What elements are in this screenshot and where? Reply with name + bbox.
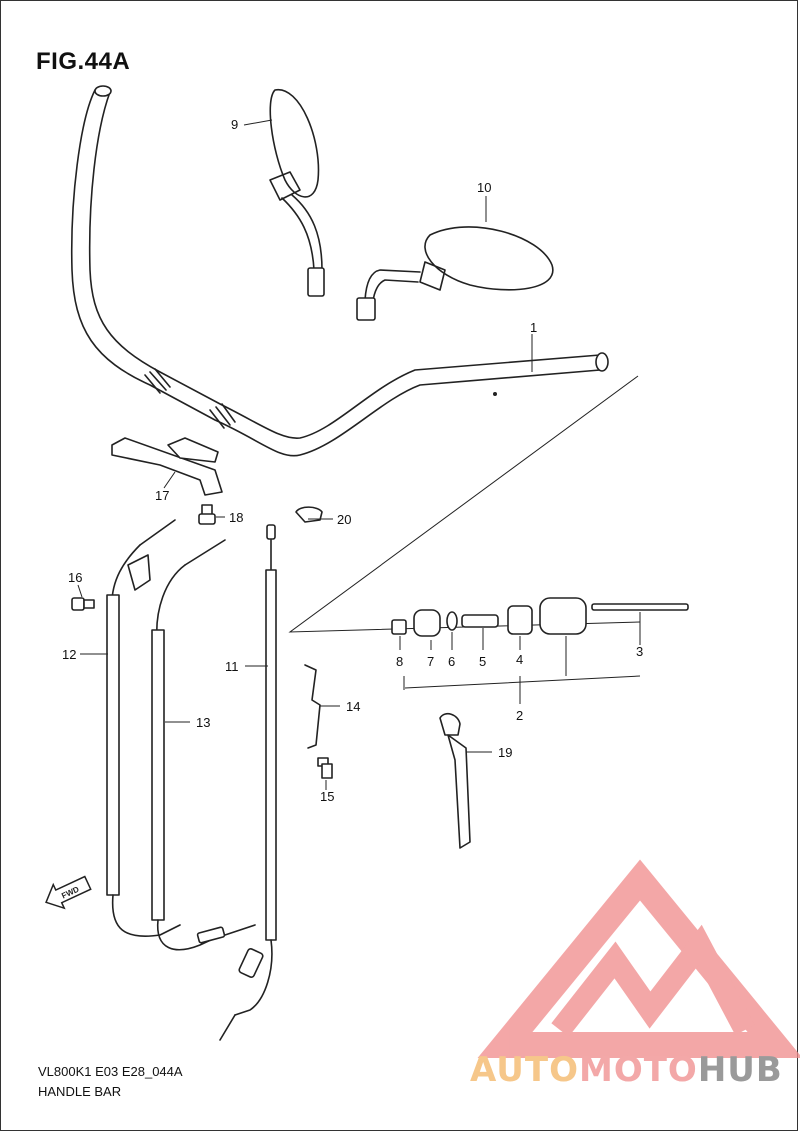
watermark-part-1: AUTO <box>470 1050 579 1090</box>
watermark-logo <box>477 859 800 1058</box>
bar-end-parts <box>391 597 689 637</box>
cable-11 <box>219 524 277 1041</box>
callout-10: 10 <box>477 180 491 195</box>
callout-8: 8 <box>396 654 403 669</box>
cable-tie <box>439 712 471 849</box>
callout-9: 9 <box>231 117 238 132</box>
callout-19: 19 <box>498 745 512 760</box>
callout-4: 4 <box>516 652 523 667</box>
watermark-text: AUTOMOTOHUB <box>470 1050 783 1090</box>
callout-14: 14 <box>346 699 360 714</box>
mirror-left <box>269 89 325 297</box>
callout-leaders <box>77 119 641 790</box>
clip <box>304 664 321 749</box>
bolt-18 <box>198 504 216 525</box>
callout-5: 5 <box>479 654 486 669</box>
bolt-16 <box>71 597 95 611</box>
callout-12: 12 <box>62 647 76 662</box>
handlebar <box>70 85 609 457</box>
section-name: HANDLE BAR <box>38 1084 122 1099</box>
callout-20: 20 <box>337 512 351 527</box>
watermark-part-3: HUB <box>697 1050 783 1090</box>
callout-labels: 1 2 3 4 5 6 7 8 9 10 11 12 13 14 15 16 1… <box>62 117 643 804</box>
callout-13: 13 <box>196 715 210 730</box>
clamp <box>295 506 323 523</box>
callout-16: 16 <box>68 570 82 585</box>
callout-2: 2 <box>516 708 523 723</box>
callout-6: 6 <box>448 654 455 669</box>
bolt-15 <box>317 757 333 779</box>
mirror-right <box>356 226 554 321</box>
watermark-part-2: MOTO <box>578 1050 698 1090</box>
bracket <box>111 437 223 496</box>
cable-13 <box>151 539 256 951</box>
model-code: VL800K1 E03 E28_044A <box>38 1064 183 1079</box>
callout-3: 3 <box>636 644 643 659</box>
fwd-arrow: FWD <box>45 875 92 910</box>
callout-17: 17 <box>155 488 169 503</box>
callout-18: 18 <box>229 510 243 525</box>
callout-11: 11 <box>225 659 239 674</box>
figure-title: FIG.44A <box>36 48 131 75</box>
callout-15: 15 <box>320 789 334 804</box>
callout-1: 1 <box>530 320 537 335</box>
callout-7: 7 <box>427 654 434 669</box>
cable-12 <box>106 519 181 937</box>
